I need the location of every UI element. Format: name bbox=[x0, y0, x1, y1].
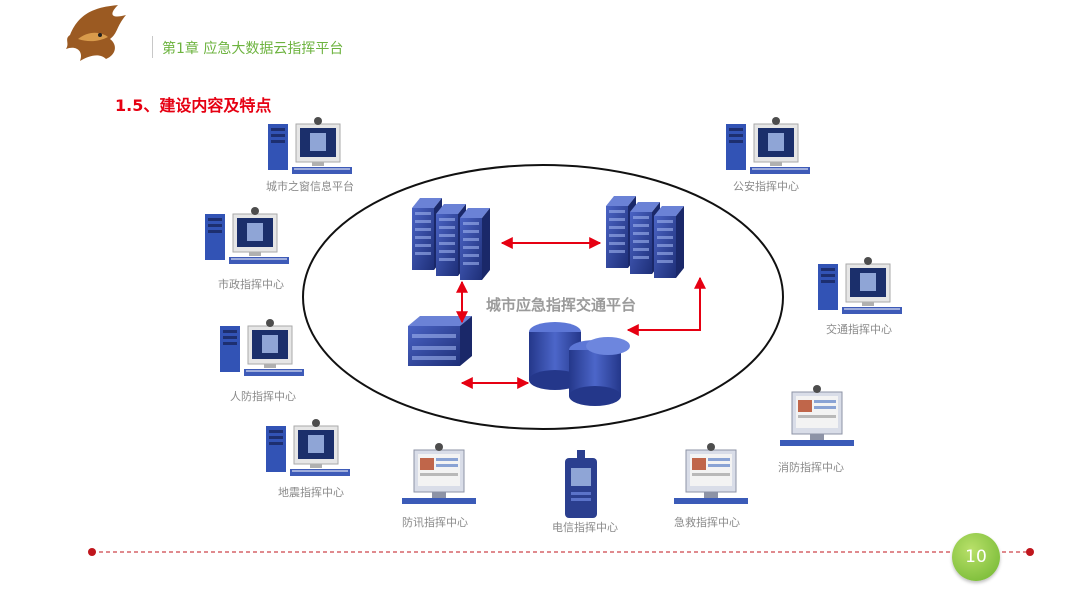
database-cluster bbox=[529, 322, 630, 406]
pc-window bbox=[267, 116, 353, 175]
footer-dot-left bbox=[88, 548, 96, 556]
pc-police bbox=[725, 116, 811, 175]
platform-label: 城市应急指挥交通平台 bbox=[486, 296, 637, 314]
pc-municipal bbox=[204, 206, 290, 265]
label-emergency: 急救指挥中心 bbox=[674, 516, 740, 529]
platform-ellipse bbox=[302, 164, 784, 430]
arrow-right-elbow bbox=[626, 276, 706, 336]
pc-flood bbox=[401, 442, 477, 505]
pc-emergency bbox=[673, 442, 749, 505]
label-civil: 人防指挥中心 bbox=[230, 390, 296, 403]
label-fire: 消防指挥中心 bbox=[778, 461, 844, 474]
section-title: 1.5、建设内容及特点 bbox=[115, 96, 272, 115]
telecom-device bbox=[565, 450, 597, 518]
pc-fire bbox=[779, 384, 855, 447]
header-divider bbox=[152, 36, 153, 58]
label-telecom: 电信指挥中心 bbox=[552, 521, 618, 534]
label-earthquake: 地震指挥中心 bbox=[278, 486, 344, 499]
eagle-icon bbox=[66, 5, 126, 61]
footer-dot-right bbox=[1026, 548, 1034, 556]
server-cluster-right bbox=[606, 196, 684, 278]
pc-civil bbox=[219, 318, 305, 377]
label-flood: 防讯指挥中心 bbox=[402, 516, 468, 529]
label-municipal: 市政指挥中心 bbox=[218, 278, 284, 291]
storage-server bbox=[408, 316, 472, 366]
label-traffic: 交通指挥中心 bbox=[826, 323, 892, 336]
label-window: 城市之窗信息平台 bbox=[266, 180, 354, 193]
page-number-badge: 10 bbox=[952, 533, 1000, 581]
pc-traffic bbox=[817, 256, 903, 315]
label-police: 公安指挥中心 bbox=[733, 180, 799, 193]
pc-earthquake bbox=[265, 418, 351, 477]
chapter-title: 第1章 应急大数据云指挥平台 bbox=[162, 41, 344, 57]
server-cluster-left bbox=[412, 198, 490, 280]
